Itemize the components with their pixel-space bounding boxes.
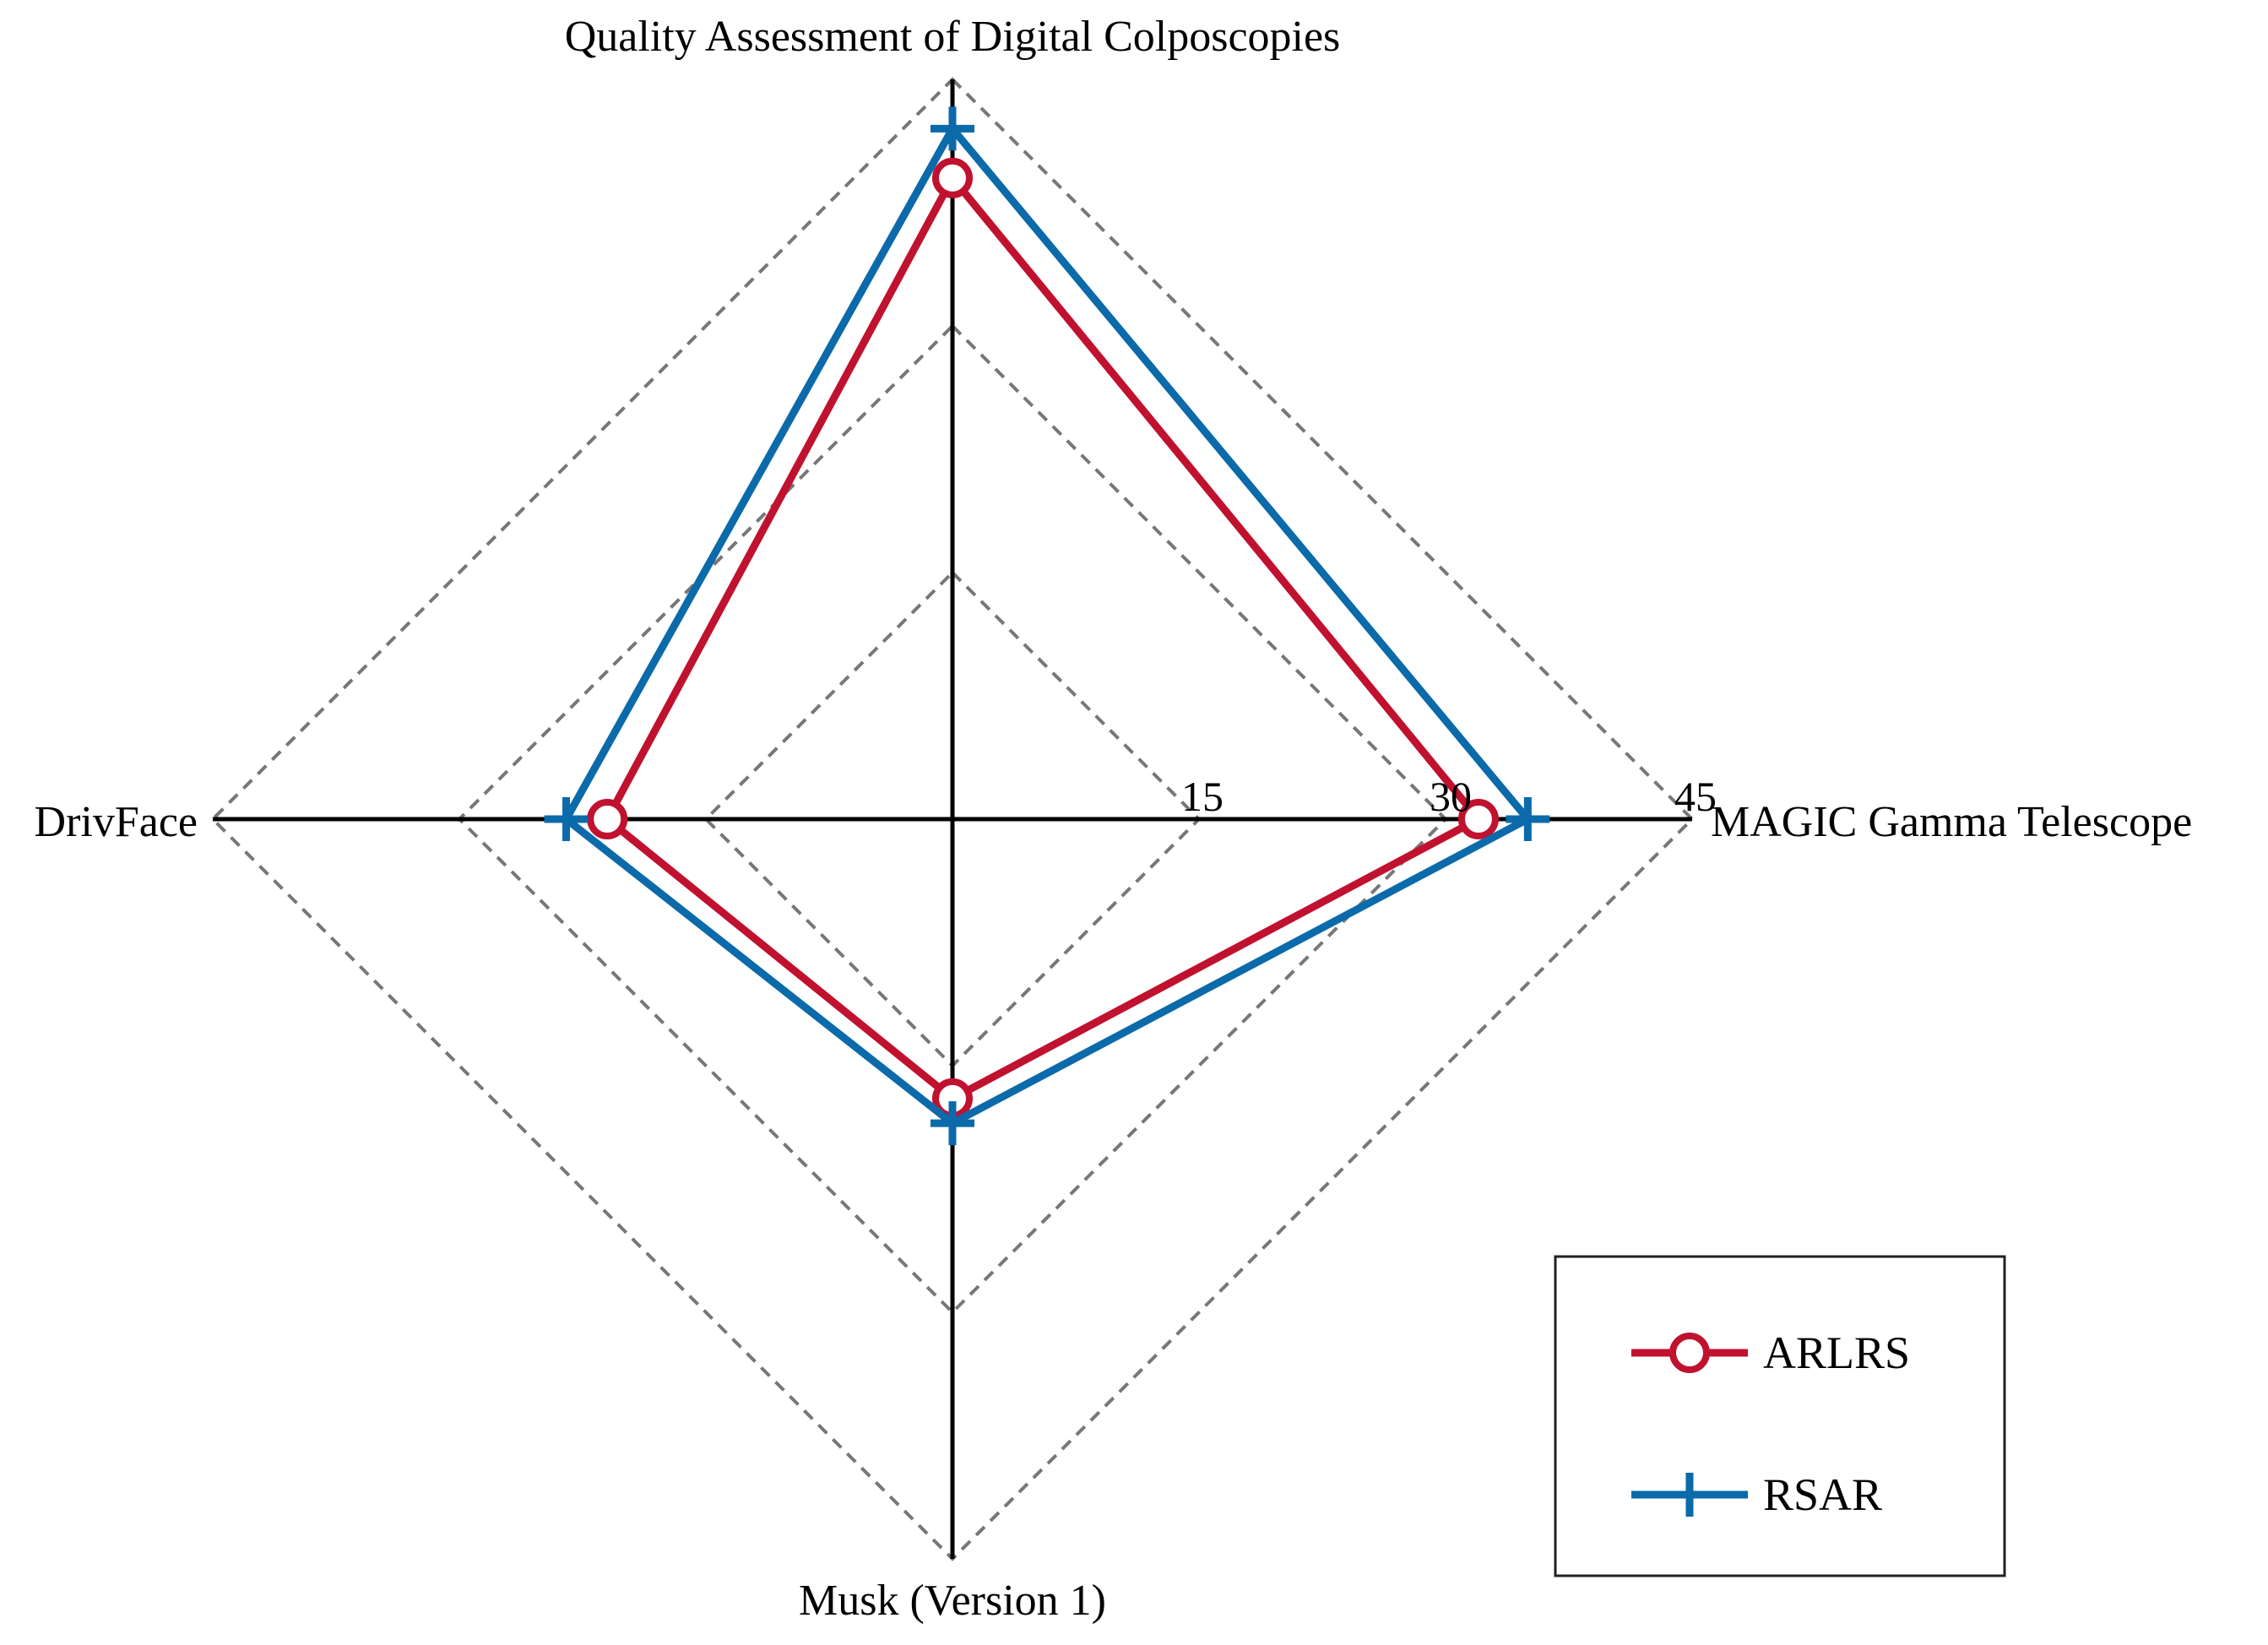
data-point (1668, 1473, 1712, 1517)
data-point (1506, 797, 1550, 841)
tick-label: 15 (1181, 773, 1224, 820)
data-point (932, 157, 973, 198)
series-rsar (544, 106, 1550, 1146)
series-arlrs (587, 157, 1499, 1119)
axis-label-left: DrivFace (35, 798, 198, 846)
legend-box (1554, 1255, 2006, 1577)
data-point (1457, 799, 1499, 839)
legend-sample-arlrs (1631, 1333, 1748, 1373)
legend-marks (1631, 1333, 1748, 1517)
legend-label-arlrs: ARLRS (1763, 1327, 1910, 1378)
data-point (544, 797, 589, 841)
radar-series (544, 106, 1550, 1146)
data-point (1669, 1333, 1710, 1373)
legend: ARLRS RSAR (1554, 1255, 2006, 1577)
axis-label-bottom: Musk (Version 1) (799, 1577, 1106, 1625)
data-point (931, 1101, 974, 1146)
legend-label-rsar: RSAR (1763, 1469, 1882, 1520)
axis-label-right: MAGIC Gamma Telescope (1711, 798, 2192, 846)
legend-sample-rsar (1631, 1473, 1748, 1517)
series-line (602, 171, 1484, 1104)
data-point (931, 106, 974, 151)
data-point (587, 799, 628, 839)
axis-label-top: Quality Assessment of Digital Colposcopi… (565, 13, 1341, 61)
tick-label: 30 (1430, 773, 1472, 820)
tick-label: 45 (1674, 773, 1717, 820)
